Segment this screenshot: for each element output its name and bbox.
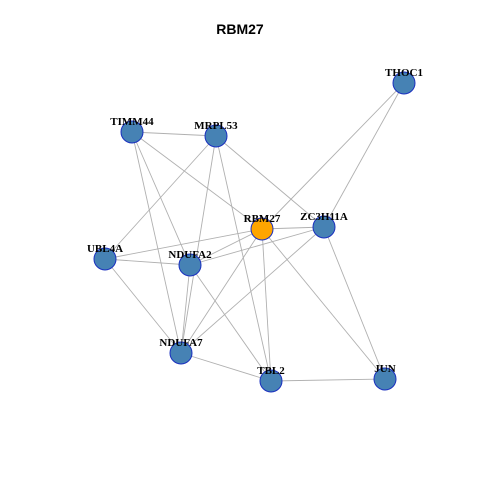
edge-rbm27-ubl4a (104, 228, 263, 260)
edge-mrpl53-zc3h11a (215, 135, 325, 228)
edge-timm44-ndufa7 (131, 131, 182, 354)
node-label-jun: JUN (374, 363, 395, 375)
node-label-ndufa2: NDUFA2 (168, 249, 212, 261)
node-label-zc3h11a: ZC3H11A (300, 211, 348, 223)
node-timm44[interactable] (120, 120, 144, 144)
edge-rbm27-ndufa7 (180, 228, 263, 354)
node-mrpl53[interactable] (204, 124, 228, 148)
edge-thoc1-rbm27 (261, 82, 405, 230)
edge-zc3h11a-ndufa2 (189, 226, 325, 266)
edge-ubl4a-ndufa2 (104, 258, 191, 266)
edge-rbm27-tbl2 (261, 228, 272, 382)
node-label-tbl2: TBL2 (257, 365, 285, 377)
edge-tbl2-jun (270, 378, 386, 382)
edge-rbm27-ndufa2 (189, 228, 263, 266)
edge-mrpl53-tbl2 (215, 135, 272, 382)
node-label-timm44: TIMM44 (110, 116, 154, 128)
edge-zc3h11a-ndufa7 (180, 226, 325, 354)
node-rbm27[interactable] (250, 217, 274, 241)
node-ndufa7[interactable] (169, 341, 193, 365)
edge-ndufa7-tbl2 (180, 352, 272, 382)
edge-rbm27-jun (261, 228, 386, 380)
edge-thoc1-zc3h11a (323, 82, 405, 228)
edge-ndufa2-ndufa7 (180, 264, 191, 354)
edge-timm44-rbm27 (131, 131, 263, 230)
edge-mrpl53-ndufa7 (180, 135, 217, 354)
node-label-ubl4a: UBL4A (87, 243, 123, 255)
node-zc3h11a[interactable] (312, 215, 336, 239)
edge-timm44-ndufa2 (131, 131, 191, 266)
edge-timm44-mrpl53 (131, 131, 217, 137)
node-ubl4a[interactable] (93, 247, 117, 271)
node-label-ndufa7: NDUFA7 (159, 337, 203, 349)
graph-title: RBM27 (216, 21, 264, 37)
node-thoc1[interactable] (392, 71, 416, 95)
nodes-layer (93, 71, 416, 393)
node-ndufa2[interactable] (178, 253, 202, 277)
edge-mrpl53-ubl4a (104, 135, 217, 260)
node-label-rbm27: RBM27 (244, 213, 281, 225)
node-jun[interactable] (373, 367, 397, 391)
node-label-mrpl53: MRPL53 (194, 120, 238, 132)
node-tbl2[interactable] (259, 369, 283, 393)
edge-zc3h11a-jun (323, 226, 386, 380)
edge-ndufa2-tbl2 (189, 264, 272, 382)
node-label-thoc1: THOC1 (385, 67, 423, 79)
edge-ubl4a-ndufa7 (104, 258, 182, 354)
